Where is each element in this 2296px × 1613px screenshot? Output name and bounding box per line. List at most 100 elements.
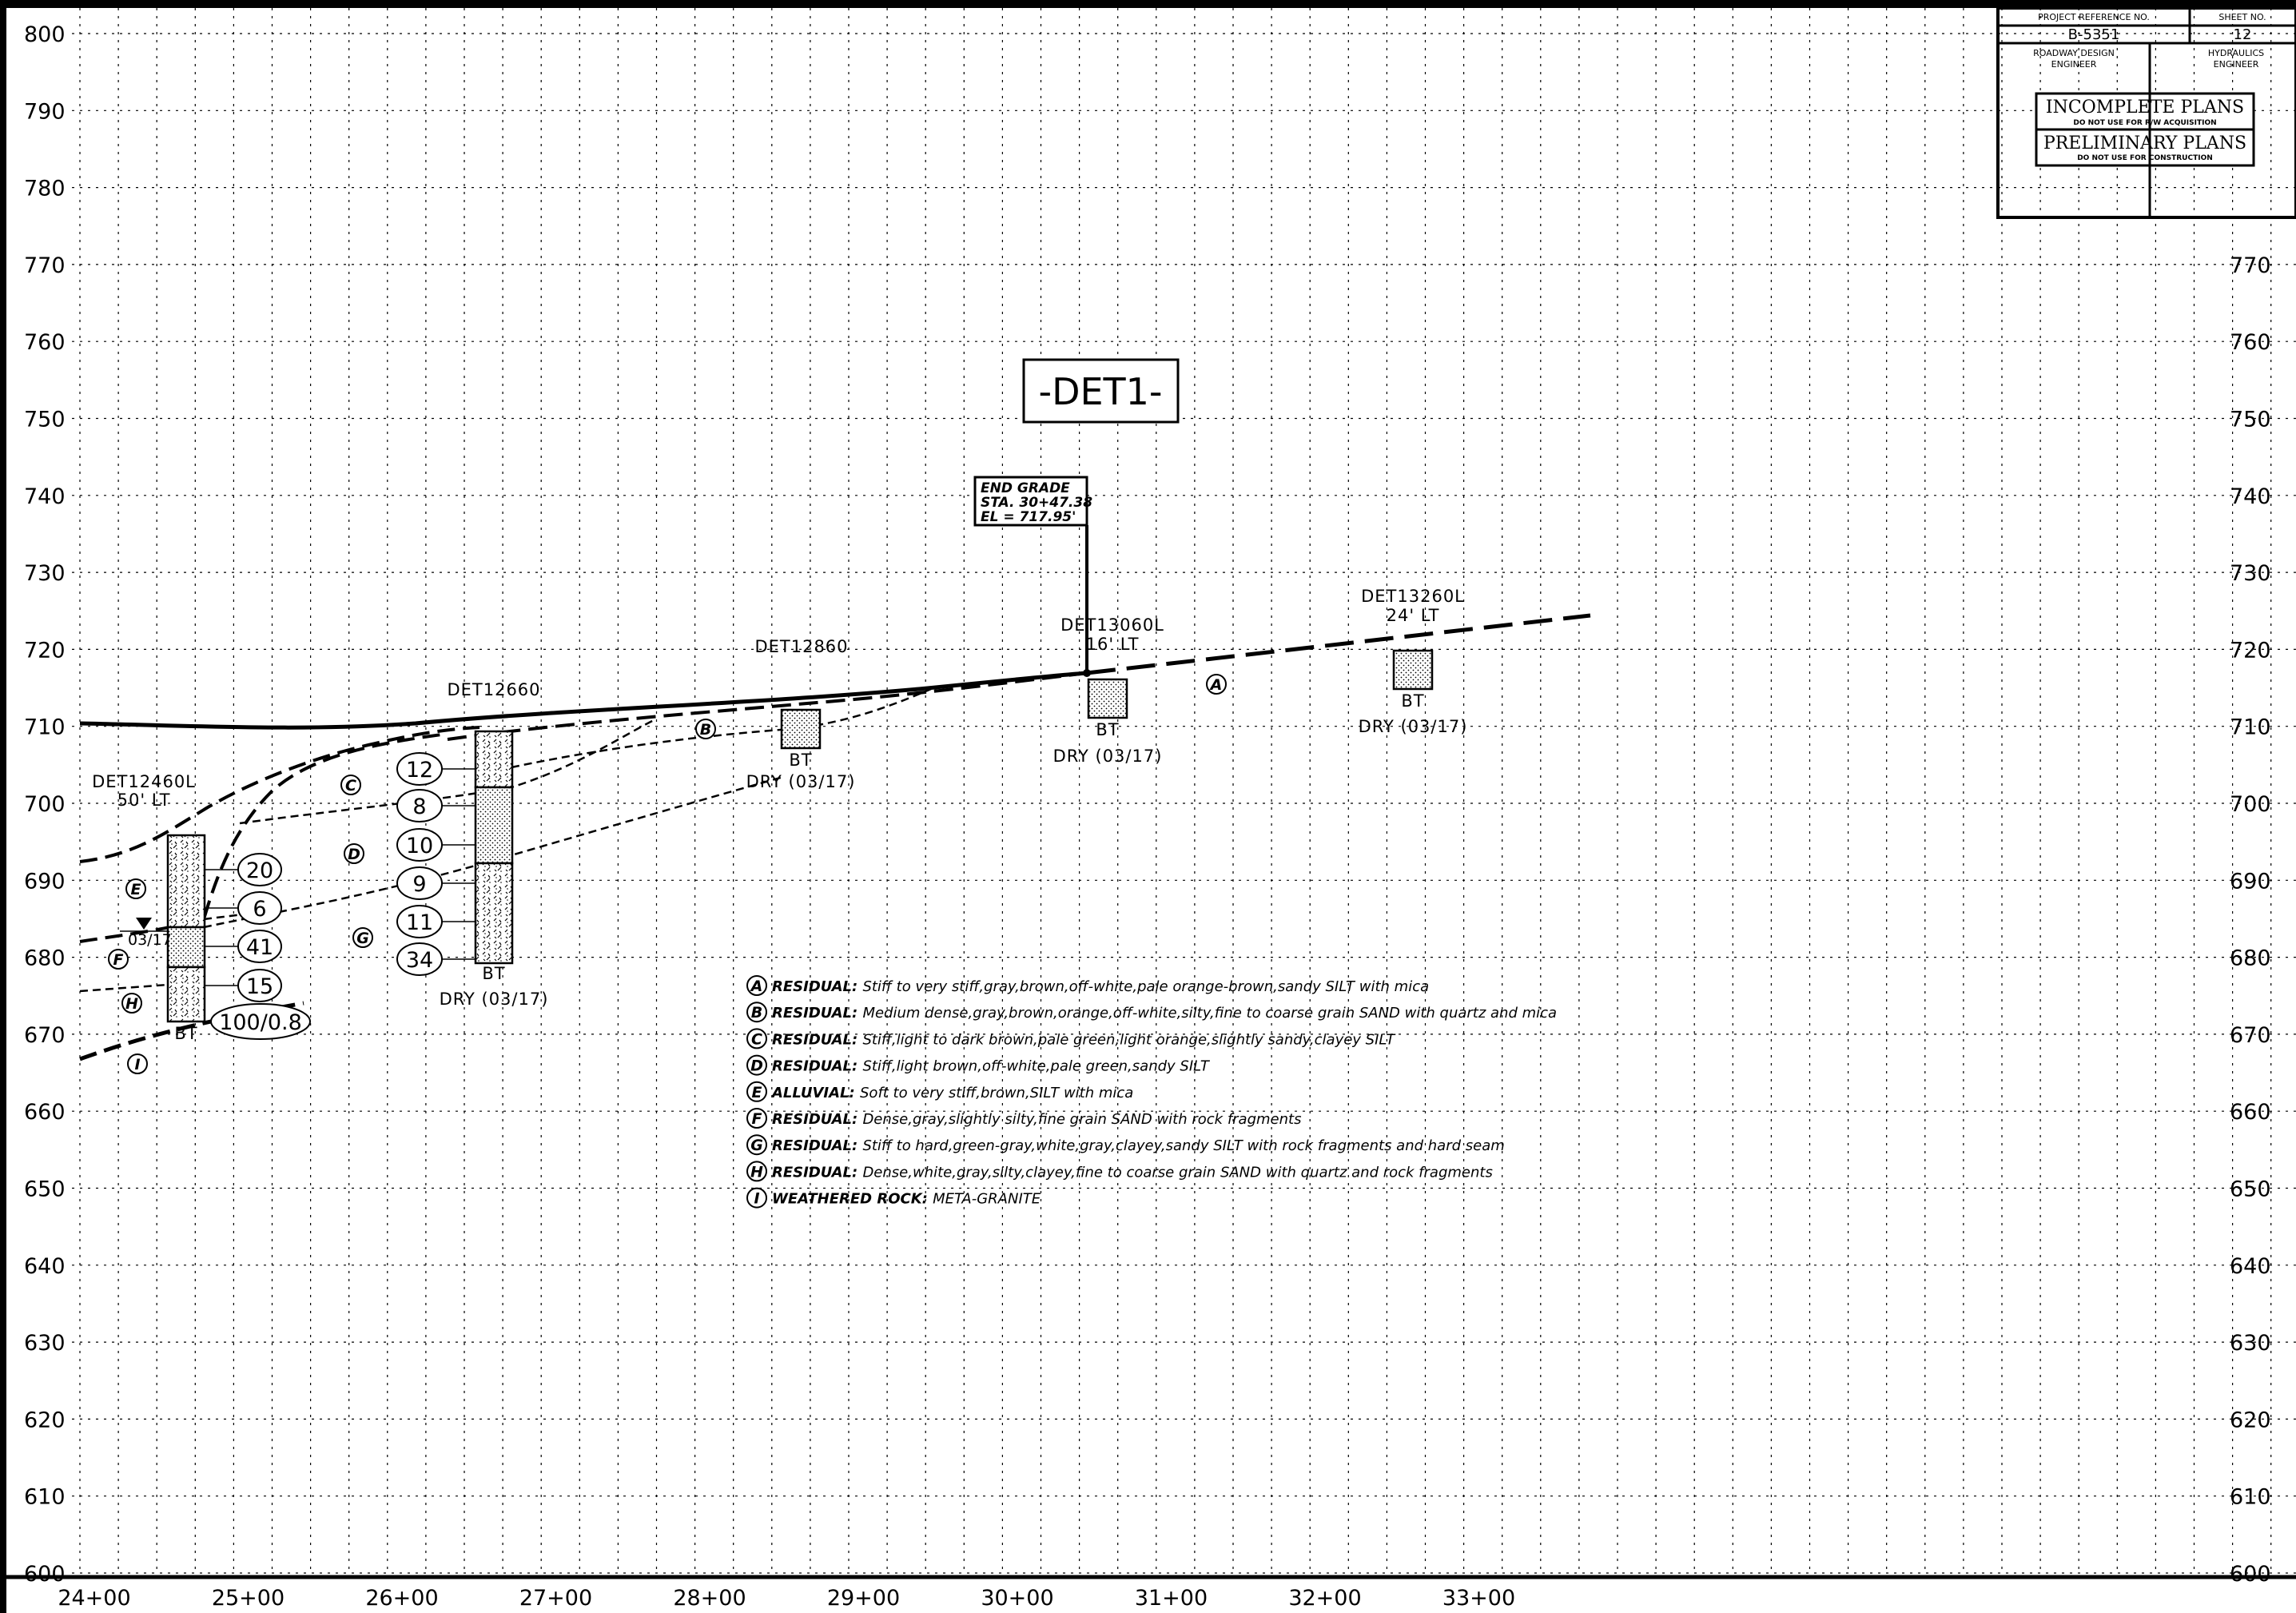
proposed-grade-line [1086,613,1591,675]
incomplete-plans-note: DO NOT USE FOR R/W ACQUISITION [2073,119,2216,127]
legend-description: META-GRANITE [933,1191,1041,1208]
elevation-label-left: 640 [24,1254,66,1279]
roadway-design-label: ROADWAY DESIGN [2033,48,2115,58]
layer-marker-b [695,719,716,739]
legend-title: RESIDUAL: [772,1164,862,1181]
legend-title: RESIDUAL: [772,1058,862,1075]
elevation-label-right: 640 [2230,1254,2271,1279]
layer-marker-a [1206,674,1227,695]
legend-title: ALLUVIAL: [770,1085,860,1101]
boring-5-status: DRY (03/17) [1359,717,1468,736]
legend-entry: RESIDUAL: Stiff to hard,green-gray,white… [772,1137,1505,1154]
station-label: 27+00 [519,1586,592,1611]
elevation-label-left: 630 [24,1331,66,1356]
legend-title: RESIDUAL: [772,978,862,995]
boring-DET12460L: DET12460L 50' LT BT 03/17 [92,772,206,1043]
existing-ground-line [79,671,1088,730]
blow-count-value: 20 [246,858,273,883]
station-label: 28+00 [673,1586,746,1611]
layer-marker-letter: D [348,846,360,863]
elevation-label-left: 690 [24,869,66,894]
layer-marker-letter: A [1209,676,1223,694]
elevation-label-left: 610 [24,1485,66,1510]
hydraulics-label: HYDRAULICS [2208,48,2264,58]
legend-description: Soft to very stiff,brown,SILT with mica [860,1085,1133,1101]
legend-marker [746,1134,767,1156]
elevation-label-left: 760 [24,330,66,355]
legend-entry: WEATHERED ROCK: META-GRANITE [772,1191,1041,1208]
boring-DET13060L: DET13060L 16' LT BT DRY (03/17) [1053,615,1164,766]
legend-title: RESIDUAL: [772,1137,862,1154]
layer-marker-e [125,878,146,899]
elevation-label-right: 710 [2230,715,2271,740]
grid-lines [72,8,2296,1575]
roadway-engineer-label: ENGINEER [2051,59,2097,70]
legend-title: RESIDUAL: [772,1111,862,1128]
legend-title: WEATHERED ROCK: [772,1191,933,1208]
elevation-label-left: 600 [24,1562,66,1587]
boring-3-type: BT [789,751,812,770]
elevation-label-right: 620 [2230,1408,2271,1432]
boring-5-offset: 24' LT [1387,606,1440,625]
elevation-label-left: 790 [24,99,66,124]
preliminary-plans-note: DO NOT USE FOR CONSTRUCTION [2077,154,2213,162]
blow-count-bubble [237,891,282,925]
elevation-label-right: 680 [2230,946,2271,971]
blow-count-bubble [396,828,443,862]
blow-count-value: 41 [246,935,273,960]
layer-marker-letter: C [345,777,356,795]
elevation-label-right: 650 [2230,1177,2271,1202]
boring-1-offset: 50' LT [117,791,171,810]
boring-3-id: DET12860 [754,637,848,656]
blow-count-value: 11 [406,910,433,935]
elevation-label-left: 730 [24,561,66,586]
layer-marker-letter: B [700,721,711,739]
hydraulics-engineer-label: ENGINEER [2214,59,2259,70]
boring-4-status: DRY (03/17) [1053,747,1163,766]
legend-marker [746,975,767,996]
elevation-label-left: 660 [24,1100,66,1125]
blow-count-value: 8 [412,795,426,819]
elevation-label-right: 630 [2230,1331,2271,1356]
blow-count-bubble [396,789,443,822]
elevation-label-right: 660 [2230,1100,2271,1125]
boring-2-type: BT [482,964,505,983]
blow-count-bubble [396,866,443,900]
blow-count-value: 6 [253,897,266,922]
layer-marker-i [127,1053,148,1074]
legend-description: Stiff to very stiff,gray,brown,off-white… [862,978,1429,995]
boring-5-id: DET13260L [1361,587,1465,606]
legend-letter: I [754,1190,759,1208]
blow-count-value: 100/0.8 [219,1010,302,1035]
elevation-label-right: 690 [2230,869,2271,894]
proposed-grade-line-west [447,671,1088,741]
blow-count-value: 34 [406,948,433,973]
layer-marker-letter: F [113,951,124,969]
layer-marker-f [108,949,129,970]
legend-letter: E [752,1084,762,1101]
legend-entry: RESIDUAL: Stiff,light to dark brown,pale… [772,1031,1396,1048]
elevation-label-right: 770 [2230,253,2271,278]
sheet-no-label: SHEET NO. [2218,12,2266,22]
boring-1-type: BT [174,1024,197,1043]
project-reference-number: B-5351 [2068,26,2120,43]
legend-description: Stiff,light to dark brown,pale green,lig… [862,1031,1396,1048]
legend-letter: H [750,1163,763,1181]
blow-count-bubble [210,1003,311,1040]
blow-count-value: 15 [246,974,273,999]
layer-marker-g [352,927,373,948]
legend-entry: RESIDUAL: Stiff to very stiff,gray,brown… [772,978,1429,995]
profile-title-text: -DET1- [1038,370,1162,413]
blow-count-bubble [237,930,282,963]
elevation-label-left: 650 [24,1177,66,1202]
legend-letter: F [752,1110,762,1128]
preliminary-plans-title: PRELIMINARY PLANS [2043,133,2246,153]
boring-2-status: DRY (03/17) [440,990,549,1009]
incomplete-plans-title: INCOMPLETE PLANS [2046,98,2244,117]
boring-1-id: DET12460L [92,772,196,791]
elevation-label-left: 750 [24,408,66,432]
legend-title: RESIDUAL: [772,1005,862,1022]
end-grade-callout: END GRADE STA. 30+47.38 EL = 717.95' [973,476,1092,677]
water-table-icon [136,918,152,930]
